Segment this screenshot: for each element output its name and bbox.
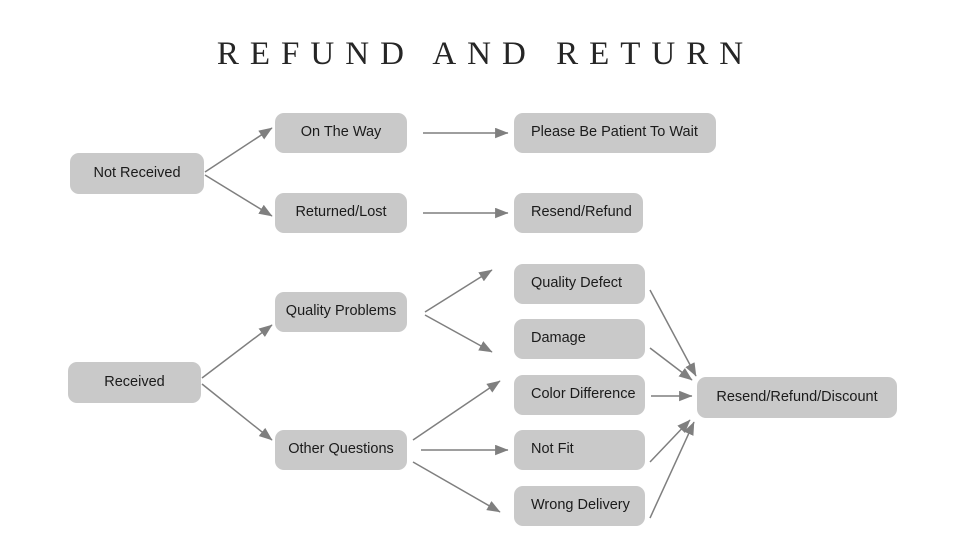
edge-quality-problems-to-damage bbox=[424, 314, 493, 353]
node-label: On The Way bbox=[300, 124, 382, 141]
node-label: Not Received bbox=[93, 164, 181, 181]
edge-received-to-other-questions bbox=[201, 383, 273, 441]
node-returned-lost[interactable]: Returned/Lost bbox=[275, 193, 407, 233]
node-label: Wrong Delivery bbox=[531, 497, 630, 514]
node-quality-defect[interactable]: Quality Defect bbox=[514, 264, 645, 304]
node-label: Resend/Refund/Discount bbox=[716, 388, 878, 405]
edge-not-fit-to-resend-refund-discount bbox=[649, 419, 691, 463]
node-not-received[interactable]: Not Received bbox=[70, 153, 204, 194]
node-not-fit[interactable]: Not Fit bbox=[514, 430, 645, 470]
node-other-questions[interactable]: Other Questions bbox=[275, 430, 407, 470]
edge-received-to-quality-problems bbox=[201, 324, 273, 379]
node-damage[interactable]: Damage bbox=[514, 319, 645, 359]
node-label: Quality Problems bbox=[285, 303, 397, 320]
edge-other-questions-to-color-difference bbox=[412, 380, 501, 441]
edge-other-questions-to-wrong-delivery bbox=[412, 461, 501, 513]
node-resend-refund-discount[interactable]: Resend/Refund/Discount bbox=[697, 377, 897, 418]
edge-damage-to-resend-refund-discount bbox=[649, 347, 693, 381]
node-label: Color Difference bbox=[531, 386, 636, 403]
page-title: REFUND AND RETURN bbox=[216, 36, 755, 72]
edge-not-received-to-on-the-way bbox=[204, 127, 273, 173]
edge-wrong-delivery-to-resend-refund-discount bbox=[649, 421, 695, 519]
edge-quality-problems-to-quality-defect bbox=[424, 269, 493, 313]
node-color-difference[interactable]: Color Difference bbox=[514, 375, 645, 415]
edge-quality-defect-to-resend-refund-discount bbox=[649, 289, 697, 377]
node-quality-problems[interactable]: Quality Problems bbox=[275, 292, 407, 332]
node-received[interactable]: Received bbox=[68, 362, 201, 403]
node-wrong-delivery[interactable]: Wrong Delivery bbox=[514, 486, 645, 526]
node-label: Other Questions bbox=[288, 441, 394, 458]
node-label: Not Fit bbox=[531, 441, 574, 458]
node-label: Quality Defect bbox=[531, 275, 623, 292]
node-label: Resend/Refund bbox=[531, 204, 632, 221]
node-label: Damage bbox=[531, 330, 586, 347]
node-please-be-patient[interactable]: Please Be Patient To Wait bbox=[514, 113, 716, 153]
node-resend-refund[interactable]: Resend/Refund bbox=[514, 193, 643, 233]
node-label: Received bbox=[104, 373, 165, 390]
node-label: Please Be Patient To Wait bbox=[531, 124, 698, 141]
node-label: Returned/Lost bbox=[295, 204, 387, 221]
edge-not-received-to-returned-lost bbox=[204, 174, 273, 217]
node-on-the-way[interactable]: On The Way bbox=[275, 113, 407, 153]
